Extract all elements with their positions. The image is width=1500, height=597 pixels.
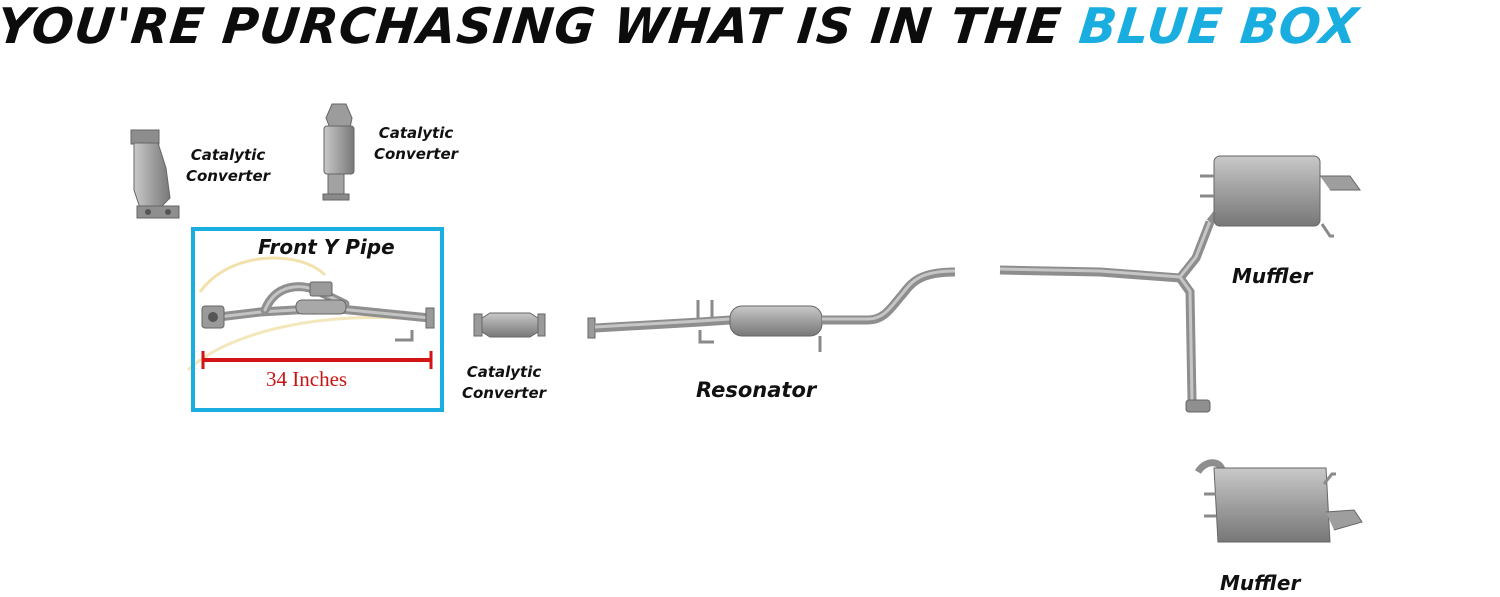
label-line: Converter: [461, 384, 547, 402]
label-front-y-pipe: Front Y Pipe: [258, 235, 395, 259]
catalytic-converter-left-image: [130, 129, 180, 219]
front-y-pipe-image: [186, 256, 435, 372]
label-line: Converter: [185, 167, 271, 185]
measurement-line: [201, 351, 433, 369]
resonator-pipe-image: [587, 267, 956, 352]
label-line: Catalytic: [378, 124, 454, 142]
label-catalytic-converter-middle: Catalytic Converter: [454, 362, 554, 404]
rear-y-pipe-image: [999, 220, 1215, 413]
label-muffler-upper: Muffler: [1232, 264, 1313, 288]
label-line: Catalytic: [190, 146, 266, 164]
blue-box-outline: [191, 227, 444, 412]
label-measurement: 34 Inches: [266, 367, 348, 391]
catalytic-converter-upper-image: [322, 103, 355, 201]
label-line: Converter: [373, 145, 459, 163]
label-resonator: Resonator: [696, 378, 817, 402]
catalytic-converter-middle-image: [473, 312, 546, 338]
muffler-upper-image: [1200, 155, 1361, 238]
muffler-lower-image: [1194, 459, 1363, 543]
label-line: Catalytic: [466, 363, 542, 381]
label-muffler-lower: Muffler: [1220, 571, 1301, 595]
label-catalytic-converter-left: Catalytic Converter: [178, 145, 278, 187]
label-catalytic-converter-upper: Catalytic Converter: [366, 123, 466, 165]
